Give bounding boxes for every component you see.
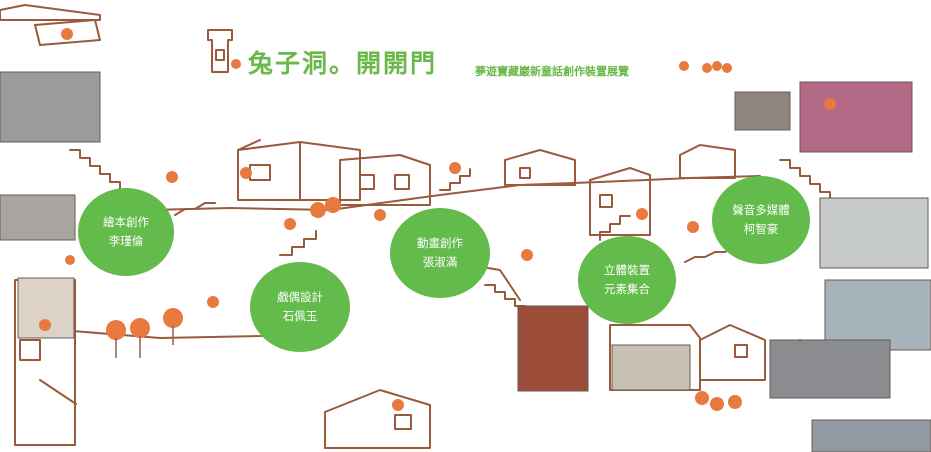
rabbit-icon	[687, 221, 699, 233]
rabbit-icon	[824, 98, 836, 110]
tree-icon	[106, 320, 126, 340]
tree-icon	[163, 308, 183, 328]
rabbit-icon	[39, 319, 51, 331]
rabbit-icon	[284, 218, 296, 230]
rabbit-icon	[240, 167, 252, 179]
house-outline-3	[504, 149, 576, 186]
rabbit-icon	[449, 162, 461, 174]
section-artist: 李瑾倫	[108, 234, 144, 248]
house-photo-left-top	[0, 71, 101, 143]
tree-icon	[325, 197, 341, 213]
rooftop-sign-outline	[34, 19, 101, 46]
rabbit-icon	[636, 208, 648, 220]
stairs-d	[484, 284, 526, 307]
rabbit-icon	[61, 28, 73, 40]
stairs-bottom-left	[39, 379, 77, 405]
house-outline-5	[589, 167, 651, 236]
house-outline-2	[339, 154, 431, 206]
house-photo-right-top-b	[799, 81, 913, 153]
page-subtitle: 夢遊寶藏巖新童話創作裝置展覽	[475, 65, 629, 78]
tree-icon	[722, 63, 732, 73]
rabbit-icon	[392, 399, 404, 411]
stairs-left-top	[69, 149, 121, 191]
rabbit-icon	[521, 249, 533, 261]
house-outline-8	[324, 389, 431, 449]
tree-icon	[702, 63, 712, 73]
tree-icon	[679, 61, 689, 71]
tree-icon	[130, 318, 150, 338]
section-category: 戲偶設計	[277, 290, 323, 304]
tree-icon	[728, 395, 742, 409]
stairs-right	[779, 159, 831, 201]
stairs-b	[279, 230, 317, 256]
rabbit-icon	[207, 296, 219, 308]
section-bubble-animation[interactable]: 動畫創作 張淑滿	[390, 208, 490, 298]
section-bubble-multimedia[interactable]: 聲音多媒體 柯智豪	[712, 176, 810, 264]
tree-icon	[712, 61, 722, 71]
tree-icon	[710, 397, 724, 411]
house-outline-1	[237, 139, 361, 201]
upper-path	[149, 175, 761, 211]
house-outline-7	[699, 324, 766, 381]
section-artist: 張淑滿	[422, 255, 458, 269]
tree-icon	[310, 202, 326, 218]
stairs-e	[599, 215, 631, 241]
title-tower-icon	[207, 29, 233, 73]
section-category: 立體裝置	[604, 263, 650, 277]
house-photo-right-bottom	[769, 339, 891, 399]
section-bubble-installation[interactable]: 立體裝置 元素集合	[578, 236, 676, 324]
top-left-roof-outline	[0, 4, 101, 21]
house-photo-corner	[811, 419, 931, 452]
tower-outline	[14, 279, 76, 446]
stairs-c	[439, 168, 471, 191]
section-artist: 元素集合	[604, 282, 650, 296]
page-title: 兔子洞。開開門	[248, 49, 438, 78]
house-photo-right-lower	[824, 279, 931, 351]
house-photo-left-mid	[0, 194, 76, 241]
rabbit-icon	[166, 171, 178, 183]
section-category: 繪本創作	[103, 215, 149, 229]
section-category: 聲音多媒體	[732, 203, 790, 217]
house-photo-brick	[517, 305, 589, 392]
house-outline-4	[679, 144, 736, 179]
house-photo-right-mid	[819, 197, 929, 269]
section-category: 動畫創作	[417, 236, 463, 250]
section-bubble-picturebook[interactable]: 繪本創作 李瑾倫	[78, 188, 174, 276]
house-photo-center	[611, 344, 691, 391]
section-artist: 石佩玉	[282, 309, 318, 323]
section-artist: 柯智豪	[743, 222, 779, 236]
house-photo-right-top-a	[734, 91, 791, 131]
section-bubble-puppet[interactable]: 戲偶設計 石佩玉	[250, 262, 350, 352]
rabbit-icon	[374, 209, 386, 221]
stairs-a	[174, 202, 216, 216]
rabbit-icon	[65, 255, 75, 265]
tree-icon	[231, 59, 241, 69]
tree-icon	[695, 391, 709, 405]
